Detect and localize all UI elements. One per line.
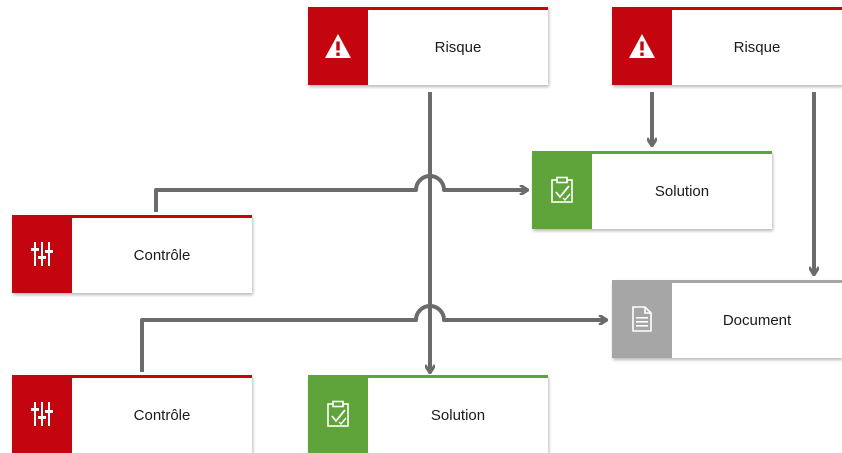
warning-triangle-icon bbox=[308, 7, 368, 85]
solution-node-1[interactable]: Solution bbox=[532, 151, 772, 229]
risk-node-1[interactable]: Risque bbox=[308, 7, 548, 85]
warning-triangle-icon bbox=[612, 7, 672, 85]
risk-node-label: Risque bbox=[368, 7, 548, 85]
control-node-label: Contrôle bbox=[72, 375, 252, 453]
control-node-label: Contrôle bbox=[72, 215, 252, 293]
connector-control2-document bbox=[140, 304, 606, 372]
document-icon bbox=[612, 280, 672, 358]
sliders-icon bbox=[12, 215, 72, 293]
clipboard-check-icon bbox=[308, 375, 368, 453]
control-node-1[interactable]: Contrôle bbox=[12, 215, 252, 293]
risk-node-2[interactable]: Risque bbox=[612, 7, 842, 85]
solution-node-2[interactable]: Solution bbox=[308, 375, 548, 453]
clipboard-check-icon bbox=[532, 151, 592, 229]
control-node-2[interactable]: Contrôle bbox=[12, 375, 252, 453]
connector-control1-solution1 bbox=[154, 174, 527, 212]
solution-node-label: Solution bbox=[592, 151, 772, 229]
document-node[interactable]: Document bbox=[612, 280, 842, 358]
sliders-icon bbox=[12, 375, 72, 453]
document-node-label: Document bbox=[672, 280, 842, 358]
solution-node-label: Solution bbox=[368, 375, 548, 453]
risk-node-label: Risque bbox=[672, 7, 842, 85]
